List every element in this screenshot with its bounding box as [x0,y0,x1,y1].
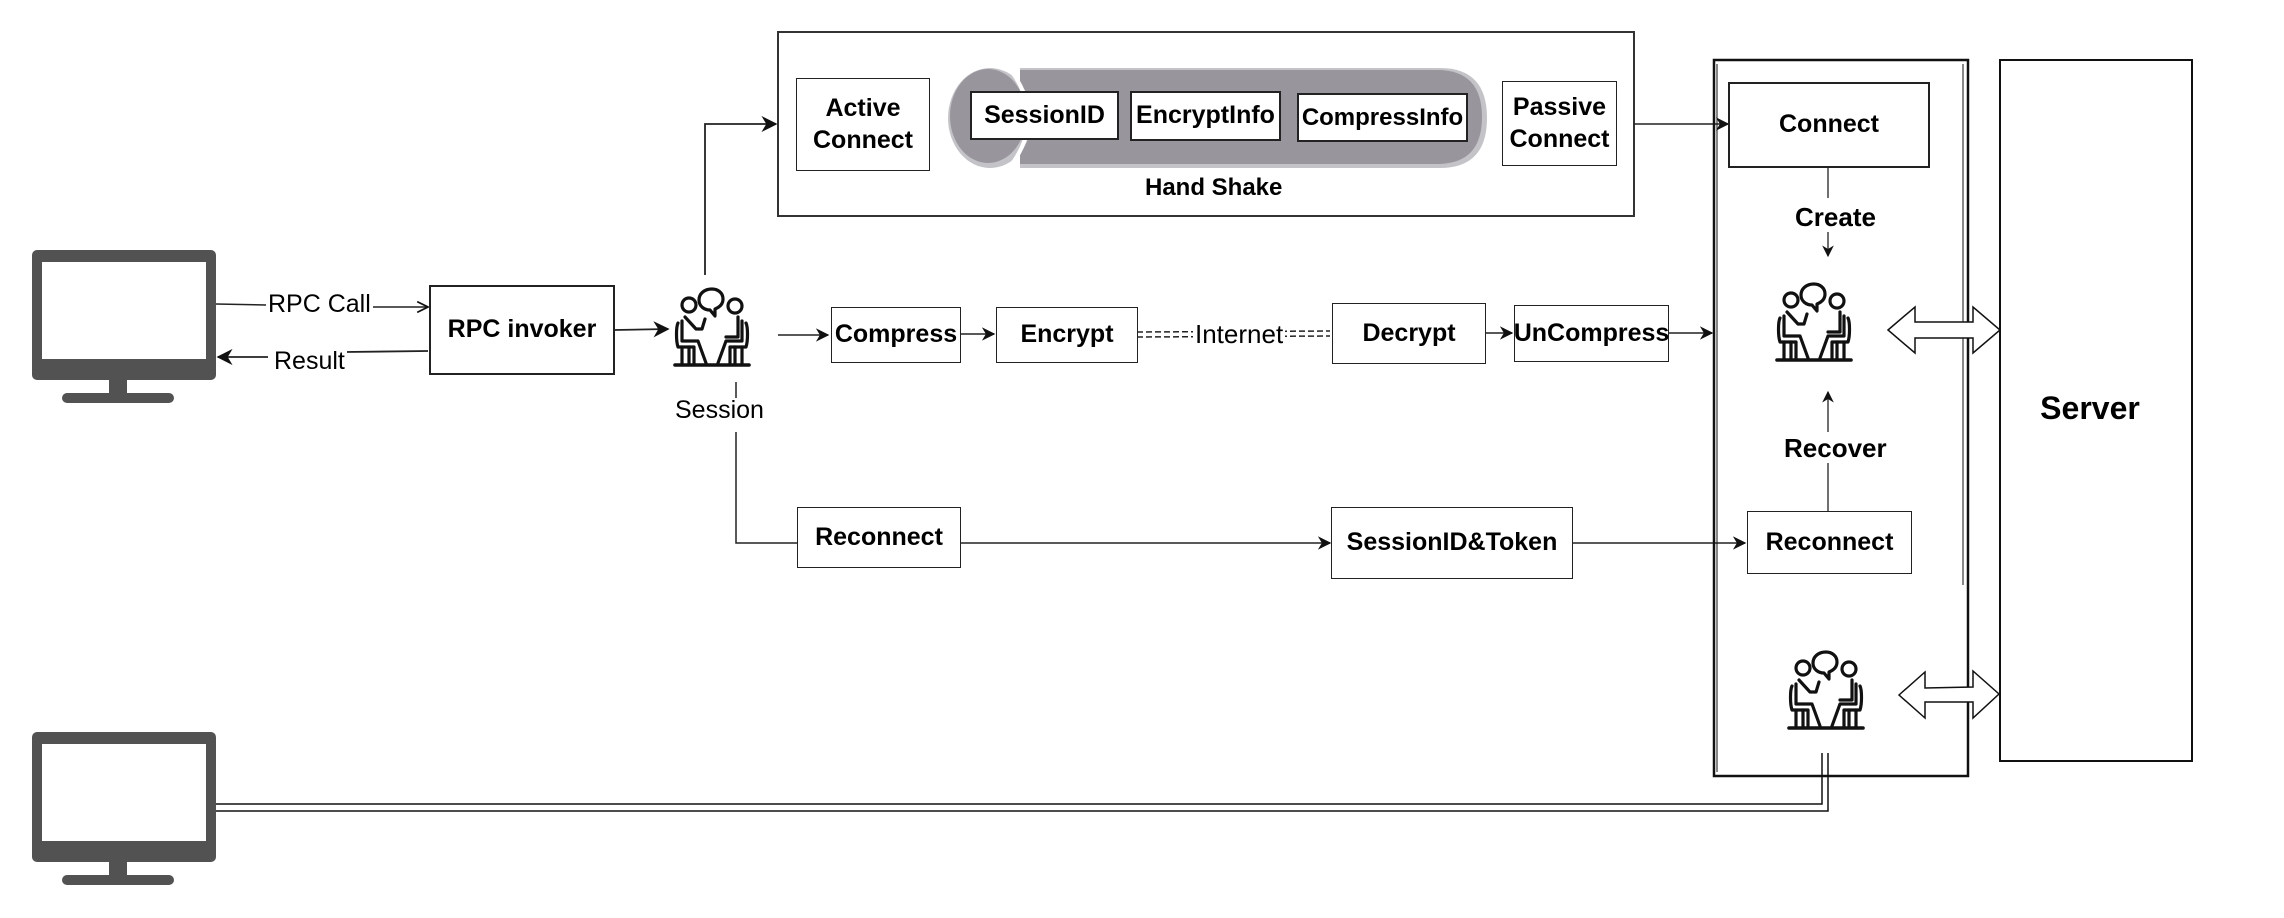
internet-label: Internet [1193,319,1286,349]
handshake-item-sessionid[interactable]: SessionID [970,91,1119,140]
connect-node[interactable]: Connect [1728,82,1930,168]
session-label: Session [675,396,764,424]
decrypt-node[interactable]: Decrypt [1332,303,1486,364]
client-monitor-icon-1 [32,250,216,403]
reconnect-client-node[interactable]: Reconnect [797,507,961,568]
handshake-item-compressinfo[interactable]: CompressInfo [1297,93,1468,142]
handshake-item-compressinfo-label: CompressInfo [1301,103,1464,131]
active-connect-node[interactable]: Active Connect [796,78,930,171]
server-session-people-icon-1 [1775,282,1853,362]
uncompress-label: UnCompress [1513,318,1670,347]
server-session-people-icon-2 [1787,650,1865,730]
server-session-container [1712,58,1970,778]
active-connect-label: Active Connect [813,94,913,154]
handshake-title: Hand Shake [1145,174,1283,201]
rpc-call-edge-a [215,303,267,306]
compress-label: Compress [834,320,958,349]
double-arrow-icon-1 [1886,305,2002,355]
handshake-item-encryptinfo[interactable]: EncryptInfo [1130,91,1281,141]
session-handshake-edge [704,115,778,275]
create-label: Create [1795,202,1876,232]
server-label: Server [2040,390,2140,426]
encrypt-node[interactable]: Encrypt [996,307,1138,363]
handshake-item-encryptinfo-label: EncryptInfo [1136,101,1275,130]
passive-connect-node[interactable]: Passive Connect [1502,81,1617,166]
client-monitor-icon-2 [32,732,216,885]
session-people-icon [673,287,751,367]
rpc-call-label: RPC Call [266,290,373,318]
compress-node[interactable]: Compress [831,307,961,363]
handshake-item-sessionid-label: SessionID [984,100,1105,129]
rpc-invoker-node[interactable]: RPC invoker [429,285,615,375]
passive-connect-label: Passive Connect [1509,93,1610,153]
reconnect-client-label: Reconnect [815,522,943,551]
server-box [1999,59,2193,762]
decrypt-label: Decrypt [1362,318,1456,347]
uncompress-node[interactable]: UnCompress [1514,305,1669,362]
result-edge-a [344,350,429,353]
client2-connection-edge [216,753,1829,812]
session-reconnect-edge [735,432,797,544]
encrypt-label: Encrypt [1020,320,1114,349]
result-label: Result [272,347,347,375]
invoker-session-edge [613,321,670,338]
connect-label: Connect [1779,110,1879,139]
double-arrow-icon-2 [1897,669,2001,720]
recover-label: Recover [1784,433,1887,463]
sessionid-token-node[interactable]: SessionID&Token [1331,507,1573,579]
reconnect-server-label: Reconnect [1765,527,1894,556]
internet-edge [1136,330,1331,338]
reconnect-server-node[interactable]: Reconnect [1747,511,1912,574]
sessionid-token-label: SessionID&Token [1346,528,1558,557]
rpc-invoker-label: RPC invoker [447,315,597,344]
